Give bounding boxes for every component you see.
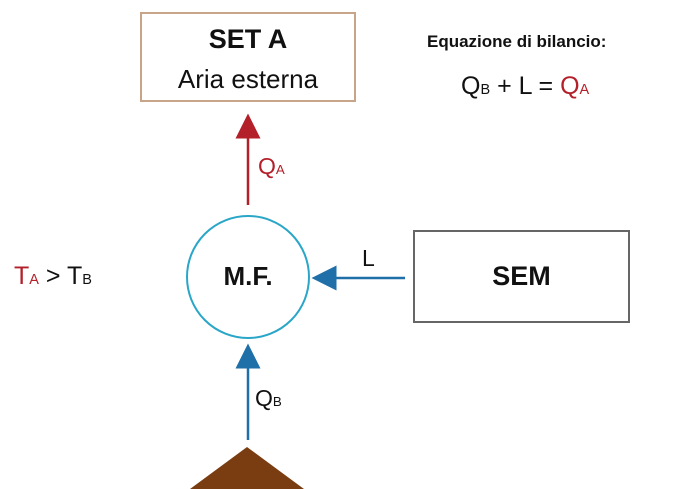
temperature-relation: TA > TB [14, 262, 92, 291]
qa-flow-q: Q [258, 153, 276, 179]
equation-qa: Q [560, 72, 580, 100]
temp-tb: T [67, 262, 83, 290]
mf-label: M.F. [223, 261, 273, 291]
set-a-subtitle: Aria esterna [177, 64, 319, 94]
equation-qb-sub: B [480, 82, 491, 98]
set-a-title: SET A [208, 24, 288, 54]
sem-label: SEM [492, 261, 551, 291]
qa-flow-label: QA [258, 153, 285, 180]
equation: QB + L = QA [461, 72, 589, 101]
qb-flow-sub: B [272, 394, 282, 409]
set-a-box: SET A Aria esterna [140, 12, 356, 102]
l-flow-label: L [362, 245, 375, 271]
temp-gt: > [38, 262, 67, 290]
qb-flow-label: QB [255, 385, 282, 412]
temp-tb-sub: B [82, 272, 92, 288]
equation-middle: + L = [490, 72, 561, 100]
temp-ta: T [14, 262, 30, 290]
equation-heading: Equazione di bilancio: [427, 32, 607, 51]
mf-circle: M.F. [186, 215, 310, 339]
equation-qb: Q [461, 72, 481, 100]
qb-flow-q: Q [255, 385, 273, 411]
temp-ta-sub: A [29, 272, 39, 288]
ground-triangle-icon [190, 447, 304, 489]
sem-box: SEM [413, 230, 630, 323]
qa-flow-sub: A [275, 162, 285, 177]
equation-qa-sub: A [579, 82, 590, 98]
